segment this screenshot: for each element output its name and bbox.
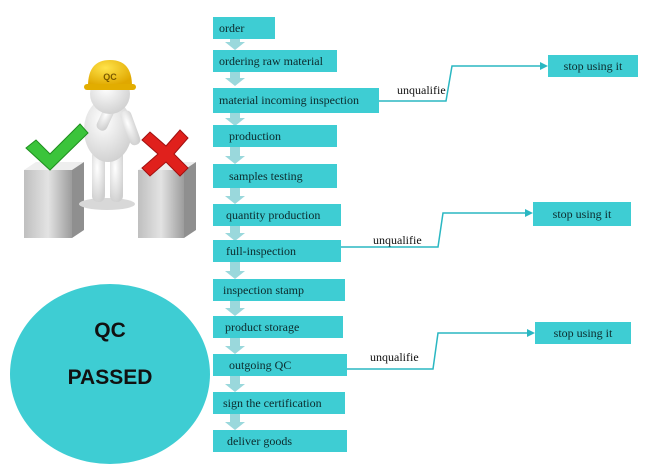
step-ordering-raw-material: ordering raw material [213, 50, 337, 72]
down-arrows [225, 38, 245, 430]
step-outgoing-qc: outgoing QC [213, 354, 347, 376]
stop-box-3: stop using it [535, 322, 631, 344]
step-inspection-stamp: inspection stamp [213, 279, 345, 301]
inspector-figure [79, 74, 141, 210]
step-quantity-production: quantity production [213, 204, 341, 226]
step-samples-testing: samples testing [213, 164, 337, 188]
check-mark-icon [25, 123, 89, 171]
badge-line-qc: QC [94, 319, 126, 342]
helmet-icon: QC [84, 60, 136, 90]
branch-arrowheads [525, 62, 548, 337]
step-material-incoming-inspection: material incoming inspection [213, 88, 379, 113]
stop-box-1: stop using it [548, 55, 638, 77]
red-cross-icon [141, 129, 189, 177]
branch-label-2: unqualifie [373, 233, 422, 247]
branch-label-1: unqualifie [397, 83, 446, 97]
step-order: order [213, 17, 275, 39]
branch-lines [341, 65, 540, 370]
branch-label-3: unqualifie [370, 350, 419, 364]
qc-passed-badge [10, 284, 210, 464]
helmet-label: QC [103, 72, 117, 82]
badge-line-passed: PASSED [67, 366, 153, 389]
step-production: production [213, 125, 337, 147]
step-sign-the-certification: sign the certification [213, 392, 345, 414]
step-product-storage: product storage [213, 316, 343, 338]
step-full-inspection: full-inspection [213, 240, 341, 262]
qc-inspector-illustration: QC [24, 60, 196, 238]
right-pedestal [138, 162, 196, 238]
left-pedestal [24, 162, 84, 238]
stop-box-2: stop using it [533, 202, 631, 226]
step-deliver-goods: deliver goods [213, 430, 347, 452]
